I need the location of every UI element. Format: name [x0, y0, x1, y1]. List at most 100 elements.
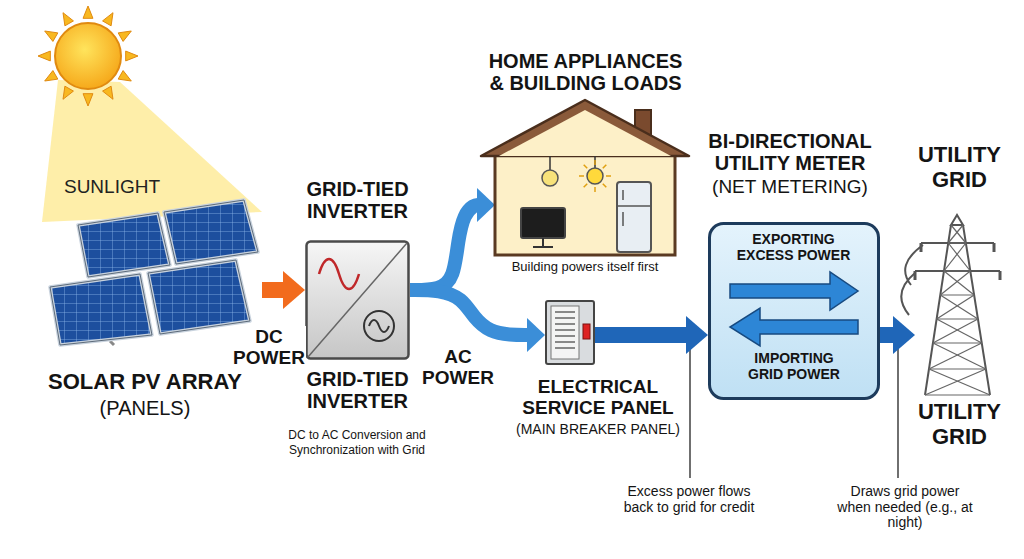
export-arrow	[730, 272, 858, 310]
breaker-cover	[551, 306, 579, 359]
tower-peak	[951, 215, 963, 225]
flow-arrow	[410, 290, 545, 352]
inverter-box-art	[305, 240, 410, 360]
breaker	[555, 317, 575, 319]
arrow-shaft	[262, 282, 284, 298]
arrow-head	[477, 188, 495, 222]
panel-stand	[110, 341, 114, 345]
sun-ray	[103, 13, 113, 26]
refrigerator	[617, 182, 651, 252]
tower-brace	[944, 270, 970, 271]
flow-arrow	[595, 316, 708, 354]
breaker	[555, 347, 575, 349]
sun-ray	[45, 71, 58, 81]
insulator	[914, 271, 917, 280]
tower-brace	[948, 242, 966, 243]
solar-array: SOLAR PV ARRAY(PANELS)	[40, 195, 262, 345]
service-panel-art	[545, 300, 595, 365]
lamp-cord	[594, 156, 596, 168]
sync-wave	[369, 320, 389, 332]
light-ray	[584, 165, 588, 169]
insulator	[999, 271, 1002, 280]
light-ray	[603, 184, 607, 188]
utility-grid: UTILITY GRIDUTILITY GRID	[915, 215, 1000, 395]
tower-brace	[937, 295, 974, 319]
node-text: UTILITY GRID	[912, 400, 1007, 449]
utility-grid-art	[915, 215, 1000, 395]
node-heading: BI-DIRECTIONAL UTILITY METER	[695, 130, 885, 175]
node-heading: GRID-TIED INVERTER	[300, 178, 415, 223]
node-text: EXPORTING EXCESS POWER	[731, 231, 856, 263]
inverter-divider	[308, 243, 407, 357]
house-wall	[495, 152, 675, 255]
tower-brace	[940, 294, 974, 295]
light-ray	[584, 184, 588, 188]
fridge-door	[617, 205, 651, 207]
arrow-head	[283, 271, 305, 309]
house-roof	[481, 100, 689, 156]
house-attic	[499, 110, 671, 156]
arrow-shaft	[595, 327, 687, 343]
arrow-shaft	[880, 327, 894, 343]
sun-ray	[63, 86, 73, 99]
tower-brace	[929, 343, 982, 369]
tower-brace	[944, 271, 974, 295]
solar-array-art	[40, 195, 262, 345]
inverter-box: GRID-TIED INVERTERGRID-TIED INVERTERDC t…	[305, 240, 410, 360]
tower-brace	[925, 369, 986, 395]
tv-stand	[542, 238, 544, 246]
light-ray	[594, 187, 596, 192]
light-ray	[603, 165, 607, 169]
tower-brace	[951, 225, 966, 243]
main-switch	[583, 324, 590, 339]
utility-meter: BI-DIRECTIONAL UTILITY METER(NET METERIN…	[708, 222, 880, 400]
flow-arrow	[880, 316, 915, 354]
arrow-head	[893, 316, 915, 354]
node-text: DC to AC Conversion and Synchronization …	[262, 428, 452, 458]
tower-brace	[944, 243, 966, 271]
panel-housing	[546, 301, 594, 364]
breaker	[555, 311, 575, 313]
node-text: Building powers itself first	[480, 260, 690, 275]
light-ray	[606, 175, 611, 177]
tower-brace	[933, 319, 978, 343]
breaker	[555, 341, 575, 343]
solar-panel	[50, 274, 152, 345]
tower-brace	[940, 295, 978, 319]
sun-ray	[63, 13, 73, 26]
sun-ray	[126, 51, 138, 61]
house-loads-art	[495, 112, 675, 255]
leader-line	[897, 347, 898, 478]
house-loads: HOME APPLIANCES & BUILDING LOADSBuilding…	[495, 112, 675, 255]
tower-brace	[933, 342, 982, 343]
tv-stand	[533, 246, 553, 248]
tower-brace	[948, 243, 970, 271]
leader-line	[689, 347, 690, 478]
arrow-head	[686, 316, 708, 354]
node-text: (MAIN BREAKER PANEL)	[500, 422, 696, 438]
cross-arm	[915, 270, 1000, 272]
sun-ray	[118, 31, 131, 41]
flow-arrow	[410, 188, 495, 290]
node-heading: HOME APPLIANCES & BUILDING LOADS	[483, 50, 688, 95]
panel-frame	[78, 213, 170, 277]
flow-arrow	[262, 271, 305, 309]
tower-brace	[925, 394, 990, 395]
insulator	[993, 243, 996, 252]
sun-ray	[103, 86, 113, 99]
sun-ray	[118, 71, 131, 81]
sun-ray	[38, 51, 50, 61]
fridge-handle	[622, 212, 624, 226]
fridge-handle	[622, 190, 624, 200]
sunlight-label: SUNLIGHT	[52, 176, 172, 197]
edge-label: DC POWER	[232, 326, 306, 369]
node-text: (NET METERING)	[695, 176, 885, 197]
breaker	[555, 323, 575, 325]
node-text: (PANELS)	[30, 397, 260, 419]
arrow-shaft	[410, 290, 528, 335]
breaker	[555, 335, 575, 337]
television	[521, 208, 565, 238]
